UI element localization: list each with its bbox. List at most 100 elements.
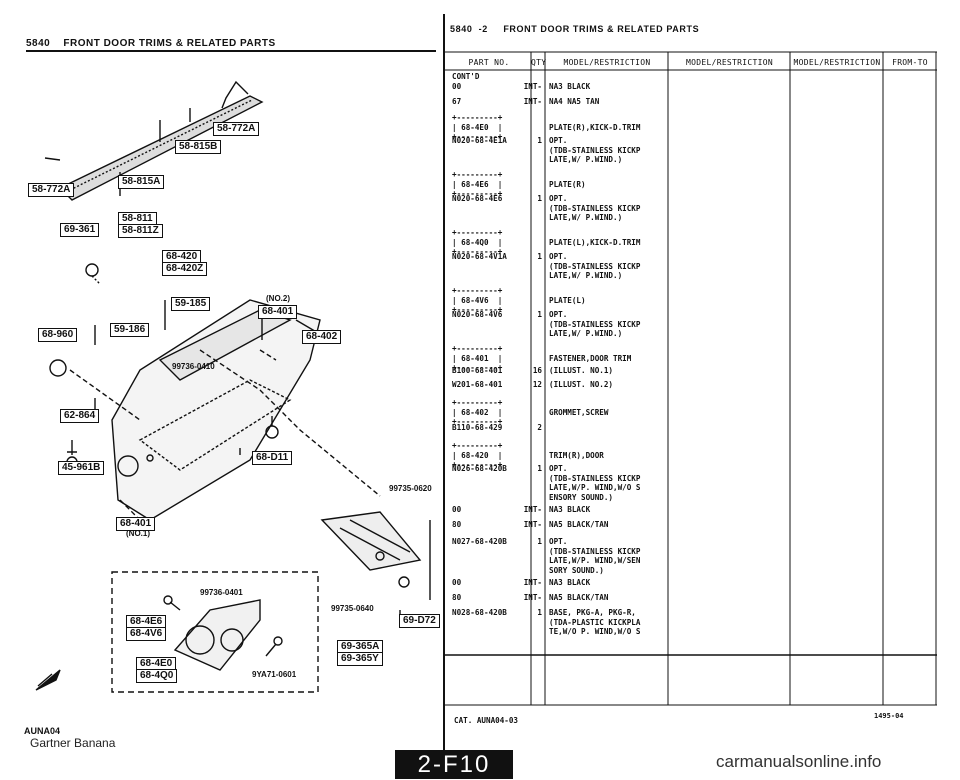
row-model-restriction: OPT. (TDB-STAINLESS KICKP LATE,W/P. WIND… xyxy=(549,464,641,502)
belt-molding-texture xyxy=(69,99,253,191)
row-part-no: +---------+ | 68-4E0 | +---------+ xyxy=(452,113,503,141)
callout-68-4Q0: 68-4Q0 xyxy=(136,669,178,683)
row-part-no: +---------+ | 68-420 | +---------+ xyxy=(452,441,503,469)
callout-58-772A-left: 58-772A xyxy=(28,183,75,197)
header-model-2: MODEL/RESTRICTION xyxy=(686,58,773,67)
row-qty: INT- xyxy=(523,520,542,529)
row-qty: INT- xyxy=(523,578,542,587)
row-model-restriction: BASE, PKG-A, PKG-R, (TDA-PLASTIC KICKPLA… xyxy=(549,608,641,636)
callout-68-420: 68-420 xyxy=(162,250,202,263)
page-number-tab: 2-F10 xyxy=(395,750,513,779)
row-model-restriction: PLATE(R) xyxy=(549,179,586,189)
callout-68-960: 68-960 xyxy=(38,328,78,342)
screw-icon xyxy=(67,440,77,455)
clip-icon-1 xyxy=(85,263,99,277)
exploded-parts-diagram xyxy=(34,80,431,693)
callout-58-815B: 58-815B xyxy=(175,140,222,154)
row-model-restriction: PLATE(R),KICK-D.TRIM xyxy=(549,122,641,132)
row-model-restriction: (ILLUST. NO.2) xyxy=(549,380,614,389)
label-99736-0401: 99736-0401 xyxy=(200,588,243,597)
front-arrow xyxy=(37,673,53,687)
callout-69-365Y: 69-365Y xyxy=(337,652,383,666)
row-qty: 1 xyxy=(537,608,542,617)
row-qty: 12 xyxy=(532,380,542,389)
row-model-restriction: NA3 BLACK xyxy=(549,578,591,587)
header-model-3: MODEL/RESTRICTION xyxy=(793,58,881,67)
row-qty: INT- xyxy=(523,81,542,91)
row-model-restriction: PLATE(L) xyxy=(549,295,586,305)
row-part-no: 80 xyxy=(452,520,462,529)
row-part-no: +---------+ | 68-401 | +---------+ xyxy=(452,344,503,372)
door-trim-armrest xyxy=(158,309,292,381)
row-model-restriction: OPT. (TDB-STAINLESS KICKP LATE,W/ P.WIND… xyxy=(549,194,641,222)
header-part-no: PART NO. xyxy=(468,58,510,67)
left-title-rule xyxy=(26,50,436,52)
row-part-no: N020-68-4E6 xyxy=(452,194,503,203)
header-qty: QTY xyxy=(531,58,547,67)
row-qty: 1 xyxy=(537,194,542,203)
owner-name: Gartner Banana xyxy=(30,736,116,750)
row-part-no: N020-68-4V6 xyxy=(452,310,503,319)
callout-58-772A-top: 58-772A xyxy=(213,122,260,136)
row-part-no: B110-68-429 xyxy=(452,423,503,432)
inset-screw-icon xyxy=(163,595,173,605)
callout-68-401-top: 68-401 xyxy=(258,305,298,319)
door-trim-lower-panel xyxy=(138,379,292,471)
inset-box xyxy=(111,571,319,693)
row-model-restriction: (ILLUST. NO.1) xyxy=(549,366,614,375)
row-part-no: 67 xyxy=(452,97,462,106)
panel-divider xyxy=(443,14,445,764)
row-model-restriction: NA5 BLACK/TAN xyxy=(549,593,609,602)
door-speaker-icon xyxy=(117,455,139,477)
row-qty: 1 xyxy=(537,464,542,473)
row-model-restriction: FASTENER,DOOR TRIM xyxy=(549,353,632,363)
row-part-no: +---------+ | 68-4Q0 | +---------+ xyxy=(452,228,503,256)
callout-68-4V6: 68-4V6 xyxy=(126,627,167,641)
model-code: AUNA04 xyxy=(24,726,61,736)
header-model-1: MODEL/RESTRICTION xyxy=(563,58,651,67)
row-part-no: N027-68-420B xyxy=(452,537,507,546)
row-model-restriction: OPT. (TDB-STAINLESS KICKP LATE,W/ P.WIND… xyxy=(549,136,641,164)
label-no2: (NO.2) xyxy=(266,294,290,303)
row-part-no: N028-68-420B xyxy=(452,608,507,617)
callout-69-365A: 69-365A xyxy=(337,640,384,653)
callout-62-864: 62-864 xyxy=(60,409,100,423)
kick-plate xyxy=(320,511,422,571)
row-qty: 1 xyxy=(537,252,542,261)
header-from-to: FROM-TO xyxy=(892,58,928,67)
row-part-no: 80 xyxy=(452,593,462,602)
row-qty: 1 xyxy=(537,310,542,319)
right-panel-title: 5840 -2 FRONT DOOR TRIMS & RELATED PARTS xyxy=(450,24,700,34)
callout-45-961B: 45-961B xyxy=(58,461,105,475)
row-part-no: N020-68-4V1A xyxy=(452,252,507,261)
row-part-no: W201-68-401 xyxy=(452,380,503,389)
row-qty: 16 xyxy=(532,366,542,375)
row-part-no: +---------+ | 68-4V6 | +---------+ xyxy=(452,286,503,314)
parts-table-grid xyxy=(445,51,937,706)
row-model-restriction: GROMMET,SCREW xyxy=(549,407,609,417)
row-model-restriction: NA5 BLACK/TAN xyxy=(549,520,609,529)
left-panel-title: 5840 FRONT DOOR TRIMS & RELATED PARTS xyxy=(26,38,276,49)
handle-knob-icon xyxy=(49,359,67,377)
row-qty: 1 xyxy=(537,136,542,145)
row-qty: INT- xyxy=(523,97,542,106)
row-qty: INT- xyxy=(523,593,542,602)
row-qty: 1 xyxy=(537,537,542,546)
catalog-code: CAT. AUNA04-03 xyxy=(454,716,519,725)
callout-59-186: 59-186 xyxy=(110,323,150,337)
label-99735-0620: 99735-0620 xyxy=(389,484,432,493)
callout-69-D72: 69-D72 xyxy=(399,614,440,628)
callout-68-420Z: 68-420Z xyxy=(162,262,208,276)
row-part-no: 00 xyxy=(452,505,462,514)
row-part-no: N020-68-4E1A xyxy=(452,136,507,145)
row-model-restriction: TRIM(R),DOOR xyxy=(549,450,604,460)
row-part-no: +---------+ | 68-402 | +---------+ xyxy=(452,398,503,426)
row-part-no: B100-68-401 xyxy=(452,366,503,375)
callout-68-D11: 68-D11 xyxy=(252,451,293,465)
row-model-restriction: OPT. (TDB-STAINLESS KICKP LATE,W/P. WIND… xyxy=(549,537,641,575)
row-part-no: +---------+ | 68-4E6 | +---------+ xyxy=(452,170,503,198)
callout-68-4E6: 68-4E6 xyxy=(126,615,167,628)
row-qty: 2 xyxy=(537,423,542,432)
callout-68-401-bottom: 68-401 xyxy=(116,517,156,531)
callout-58-815A: 58-815A xyxy=(118,175,165,189)
